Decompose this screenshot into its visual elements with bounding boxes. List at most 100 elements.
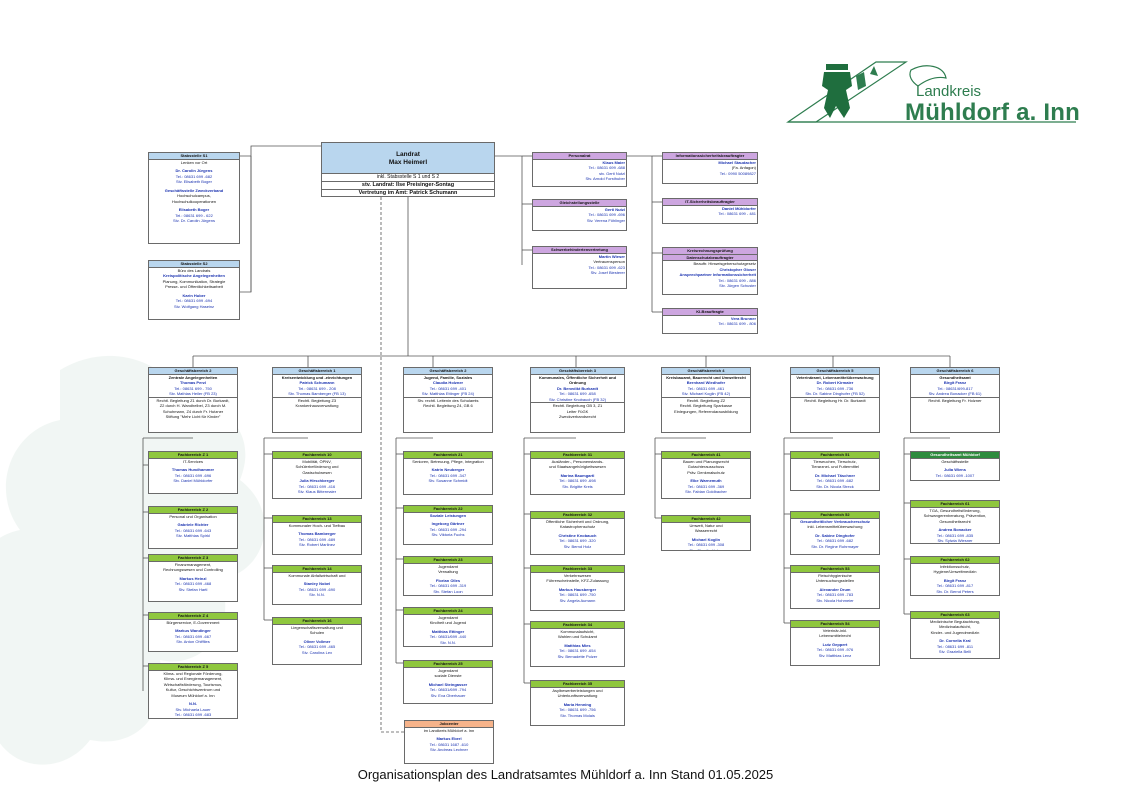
org-box-note: Rechtl. Begleitung Z2 bbox=[686, 397, 726, 403]
org-box-line: Stv. N.N. bbox=[440, 639, 456, 645]
org-box-line: Stv. Brigitte Kreis bbox=[562, 483, 593, 489]
org-box-line: Umwelt, Natur und bbox=[689, 522, 723, 528]
org-box-header: Fachbereich 13 bbox=[273, 516, 361, 523]
org-box-line: Michael Steingasser bbox=[428, 681, 468, 687]
org-box-line: Infektionsschutz, bbox=[940, 563, 970, 569]
org-box-line: Tel.: 08631 699 -682 bbox=[816, 478, 854, 483]
org-box-line: Oliver Vollmer bbox=[303, 638, 331, 644]
org-box-line: Stv. Dr. Sabine Dinghofer (FB 52) bbox=[805, 391, 865, 396]
org-box-line: Stv. Nicola Hohmeier bbox=[816, 597, 854, 603]
org-box-line: Büro des Landrats bbox=[177, 267, 211, 273]
org-box-line: Veterinär-inkl. bbox=[822, 627, 848, 633]
org-box-line: Birgit Franz bbox=[943, 380, 967, 385]
org-box-line: Markus Heinzl bbox=[179, 575, 207, 581]
org-box-line: Stv. Christine Knobauch (FB 32) bbox=[548, 396, 607, 402]
org-box-line: Stv. Angela Aumann bbox=[559, 597, 596, 603]
org-box-line: Alexander Drum bbox=[819, 586, 851, 592]
org-box-line: Dr. Michael Täschner bbox=[814, 472, 855, 478]
org-box-line: Tel.: 08631 699 -688 bbox=[588, 165, 625, 170]
org-box-line: Fleischhygienische bbox=[818, 572, 852, 578]
org-box-line: Vertrauensperson bbox=[593, 259, 625, 264]
org-box-line: Schülerbeförderung und bbox=[295, 464, 339, 469]
org-box-line: Tel.: 08631 699 -682 bbox=[816, 538, 854, 543]
org-box-line: Tel.: 08631 699 -401 bbox=[429, 385, 467, 391]
org-box-line: Kindheit und Jugend bbox=[429, 620, 467, 625]
org-box-line: Medizinische Begutachtung, bbox=[929, 618, 981, 624]
org-box-line: Markus Eberl bbox=[436, 736, 462, 741]
org-box-line: Tel.: 08631 699 -319 bbox=[429, 583, 467, 588]
org-box-line: Stv. Dr. Carolin Jürgens bbox=[173, 218, 215, 223]
org-box-header: Kreisrechnungsprüfung bbox=[663, 248, 757, 255]
org-box-line: Stv. Stefan Loon bbox=[433, 588, 463, 594]
org-box-line: Tel.: 08631 699 - 750 bbox=[174, 385, 212, 391]
org-box-line: soziale Dienste bbox=[434, 673, 462, 678]
org-box-line: Tel.: 08631 699 -465 bbox=[298, 644, 336, 649]
org-box-line: Gastschulwesen bbox=[302, 469, 332, 475]
org-box-header: Geschäftsbereich 2 bbox=[404, 368, 492, 375]
org-box-note: Rechtl. Begleitung Sparkasse bbox=[679, 403, 733, 408]
org-box-header: Stabsstelle S1 bbox=[149, 153, 239, 160]
org-box-header: Fachbereich Z 1 bbox=[149, 452, 237, 459]
org-box-line: inkl. Lebensmittelüberwachung bbox=[807, 524, 863, 529]
org-box-line: Lebensmittelrecht bbox=[819, 633, 851, 638]
org-box-header: Geschäftsbereich 1 bbox=[273, 368, 361, 375]
org-box-header: Fachbereich Z 3 bbox=[149, 555, 237, 562]
org-box-header: Stabsstelle S2 bbox=[149, 261, 239, 268]
org-box-title: Kreisentwicklung und -einrichtungen bbox=[281, 374, 353, 380]
org-box-line: Klima- und Regionale Förderung, bbox=[163, 670, 223, 676]
org-box-note: Rechtl. Begleitung GB 3, Z1 bbox=[552, 403, 603, 408]
org-box-line: Beauftr. Hinweisgeberschutzgesetz bbox=[693, 261, 756, 266]
org-box-line: Markus Wandinger bbox=[175, 628, 211, 633]
org-box-line: Schulen bbox=[309, 630, 325, 635]
org-box-line: Tel.: 08631 699 -667 bbox=[174, 633, 212, 639]
org-box-line: Tel.: 08631 699 -682 bbox=[175, 173, 213, 179]
org-box-line: Matthias Mies bbox=[564, 642, 591, 648]
org-box-line: Stv. Claudia Huber bbox=[689, 547, 723, 551]
org-box-line: Gutachterausschuss bbox=[687, 464, 725, 469]
org-box-header: Fachbereich 63 bbox=[911, 612, 999, 619]
org-box-note: Stv. rechtl. Leitenin des Schulamts bbox=[417, 397, 479, 403]
org-box-line: Claudia Holzner bbox=[432, 380, 464, 385]
org-box-line: Katrin Neuberger bbox=[431, 467, 465, 472]
org-box-line: Jugendamt bbox=[438, 667, 458, 673]
org-box-line: Christopher Gloser bbox=[719, 266, 756, 272]
org-box-line: Karin Huber bbox=[182, 292, 206, 298]
org-box-line: Tel.: 08631/699-817 bbox=[937, 385, 973, 391]
org-box-line: Stv. Bernd Holz bbox=[563, 543, 592, 549]
org-box-line: Lutz Geppert bbox=[822, 641, 848, 647]
org-box-title: Gesundheitsamt bbox=[939, 374, 971, 380]
org-box-line: Tel.: 08631 699 -468 bbox=[174, 581, 212, 586]
org-box-line: Tel.: 08631/699 -440 bbox=[429, 634, 467, 639]
org-box-header: Fachbereich 22 bbox=[404, 506, 492, 513]
org-box-line: Maria Henning bbox=[563, 701, 592, 707]
org-box-line: Stv. Matthias Lenz bbox=[818, 652, 852, 658]
org-box-line: Untersuchungsstellen bbox=[815, 578, 855, 583]
org-box-line: Tel.: 08631 699 -835 bbox=[936, 532, 974, 538]
org-box-header: Schwerbehindertenvertretung bbox=[533, 247, 626, 254]
org-box-note: Rechtl. Begleitung Z4, GB 6 bbox=[423, 403, 473, 408]
org-box-title: Kreisbauamt, Bauerecht und Umweltrecht bbox=[666, 374, 746, 380]
org-box-line: Tel.: 08631 699 -683 bbox=[174, 712, 212, 717]
org-box-line: Geschäftsstelle Zweckverband bbox=[164, 187, 224, 193]
org-box-header: Fachbereich 54 bbox=[791, 621, 879, 628]
org-box-line: Michael Staudacher bbox=[718, 159, 756, 165]
org-box-header: Geschäftsbereich 2 bbox=[149, 368, 237, 375]
org-box-line: Präv. Denkmalschutz bbox=[687, 469, 725, 475]
org-box-header: Fachbereich 61 bbox=[911, 501, 999, 508]
org-box-line: Dr. Robert Kirmaier bbox=[816, 380, 854, 385]
org-box-line: Stv. Dr. Regine Rohrmayer bbox=[811, 543, 859, 549]
org-box-line: Markus Hausberger bbox=[558, 586, 597, 592]
